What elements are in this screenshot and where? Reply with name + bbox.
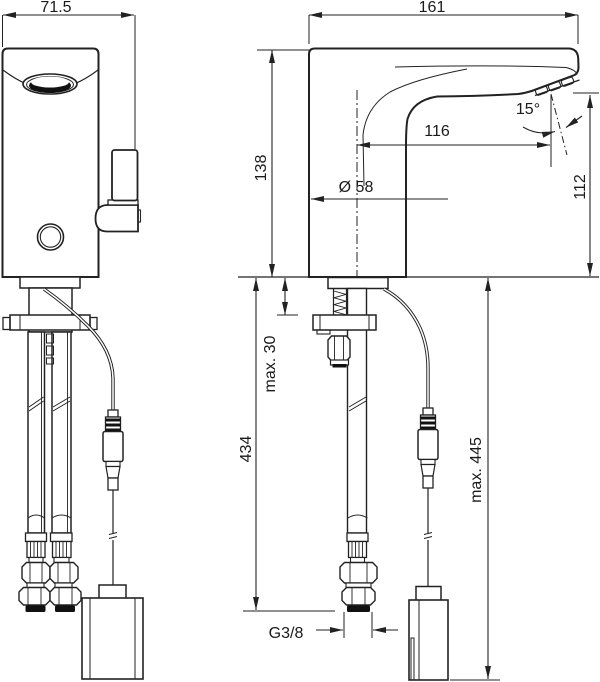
cable-plug-side [417,407,439,489]
dim-spout-height: 112 [572,174,589,200]
battery-box-front [81,584,144,680]
cable-plug-front [102,409,124,491]
hose-fittings-front [18,532,82,612]
escutcheon [19,276,81,289]
supply-hoses-front [27,331,72,534]
side-view [308,47,580,681]
sensor-cable-side [383,287,430,408]
plug-wire-front [108,490,118,585]
spout-outlet-front [22,73,78,95]
dim-deck-thickness: max. 30 [262,335,279,393]
battery-box-side [408,585,449,681]
extension-lines [2,15,599,681]
mounting-plate-front [2,314,98,331]
dim-cable-length: max. 445 [468,437,485,503]
center-lines [356,90,568,276]
dim-spout-reach: 116 [424,123,450,140]
dim-body-height: 138 [253,154,270,182]
plug-wire-side [423,488,433,587]
faucet-body-front [1,47,100,278]
front-view [1,47,144,680]
dim-hose-length: 434 [238,435,255,463]
fixing-nut [327,335,351,368]
mounting-plate-side [312,314,377,335]
hose-fitting-side [339,532,378,612]
dim-thread: G3/8 [268,625,304,642]
dim-front-width: 71.5 [40,0,72,16]
sensor-window [534,76,580,97]
dimension-lines [3,12,593,679]
dim-sensor-angle: 15° [515,101,541,118]
dim-overall-depth: 161 [418,0,446,16]
sensor-button-front [36,223,65,251]
faucet-body-side [308,47,580,278]
threaded-stud [332,288,348,316]
sensor-cable-front [43,287,115,410]
dim-base-diameter: Ø 58 [338,179,374,196]
base-flange [327,276,389,290]
side-lever [94,149,142,233]
